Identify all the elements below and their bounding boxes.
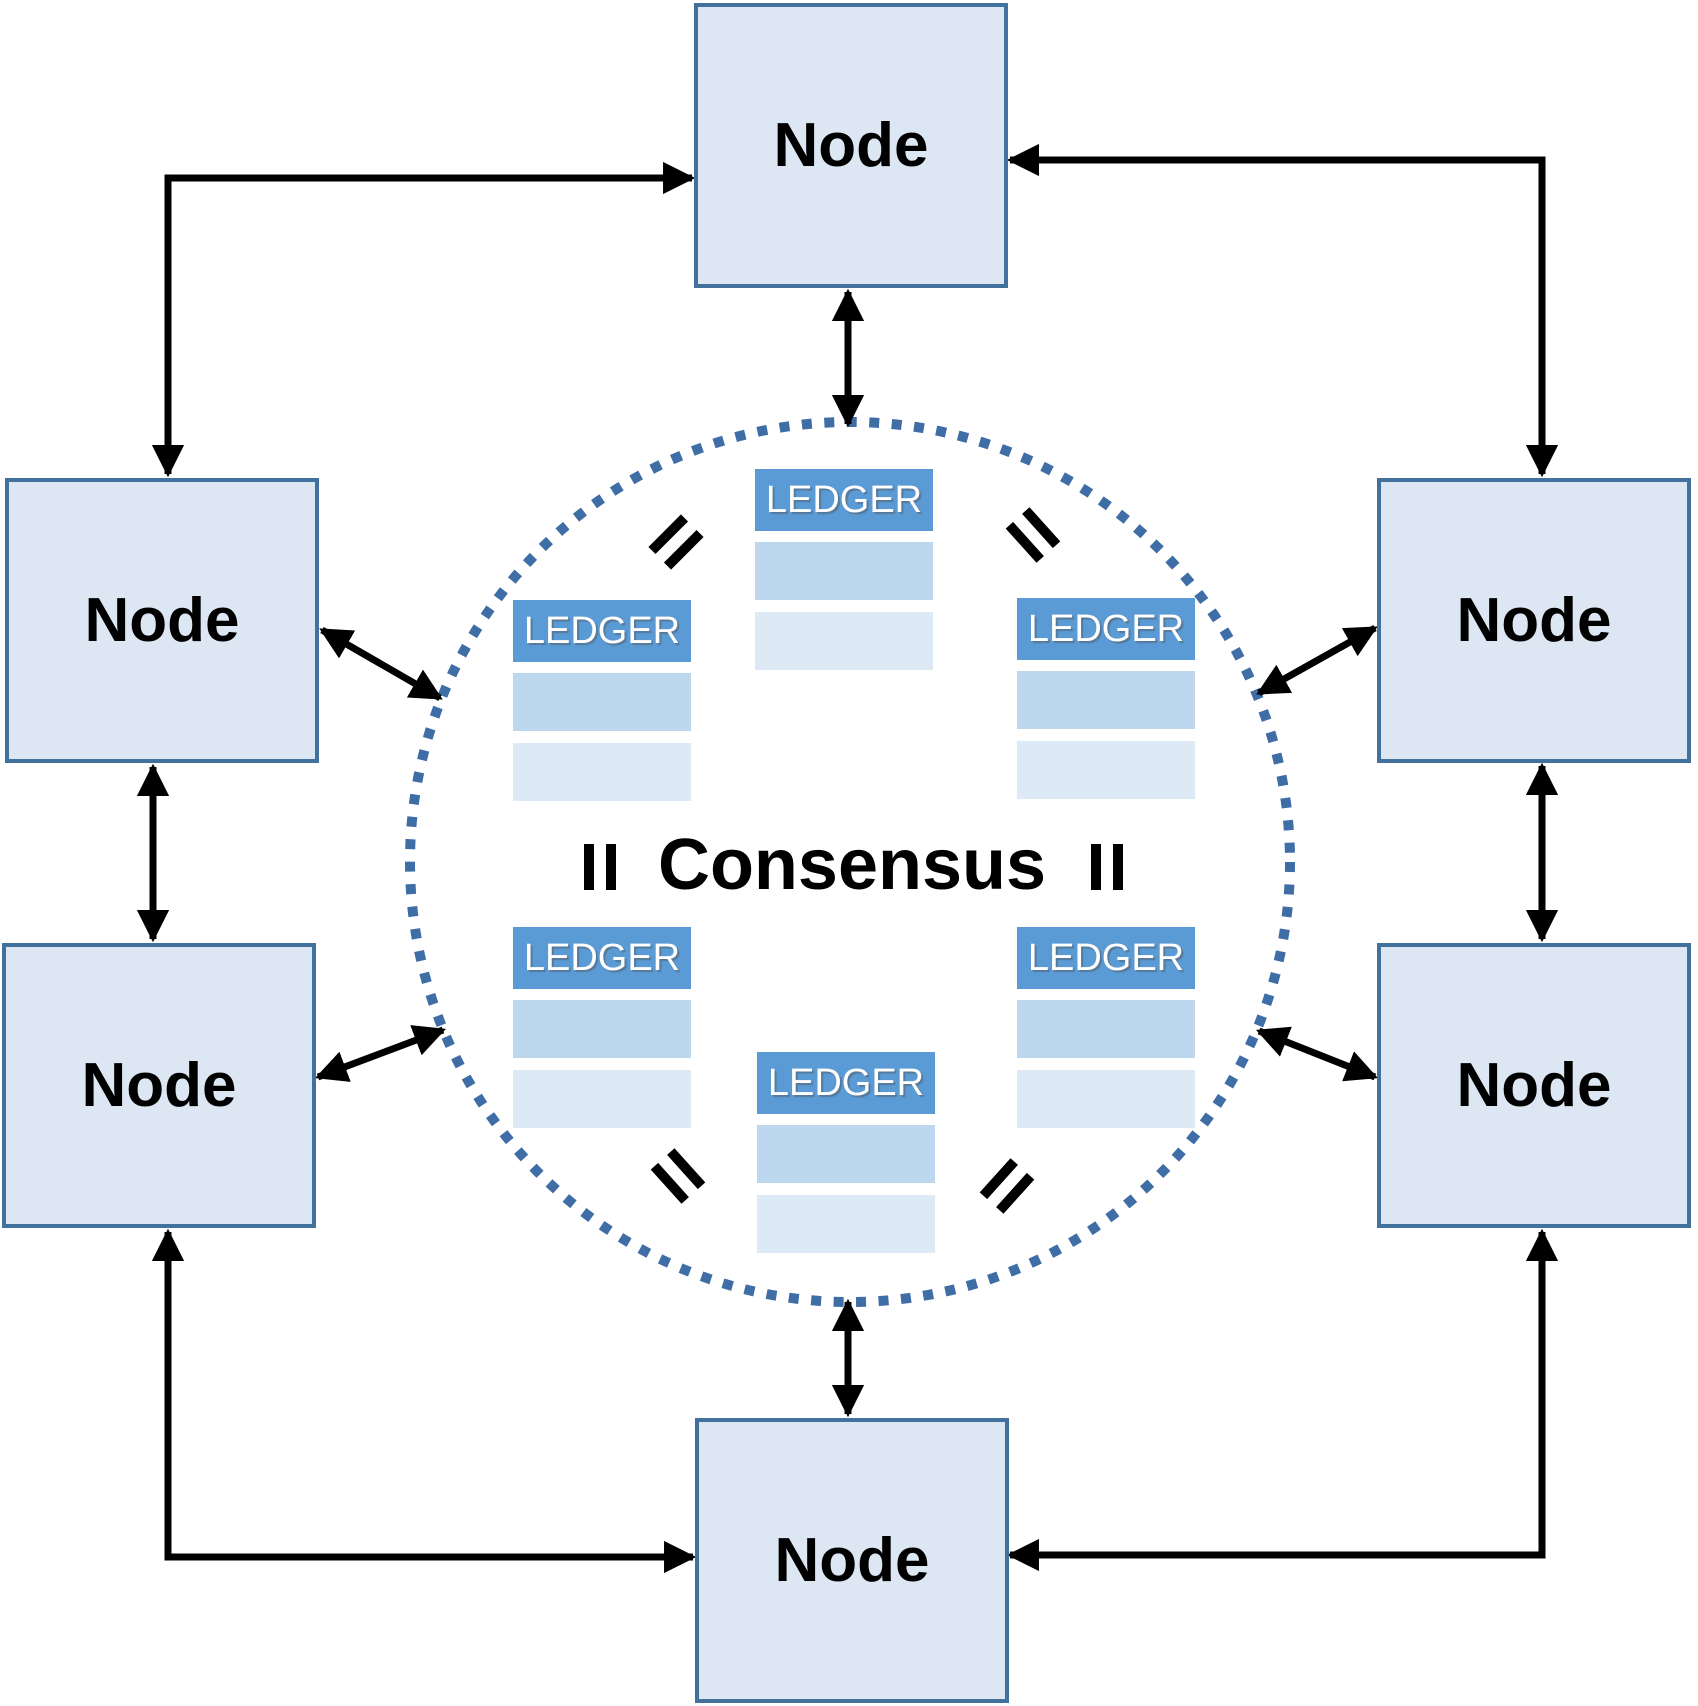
node-label: Node: [773, 111, 929, 180]
ledger-row: [1017, 671, 1195, 729]
arrow-topnode-rightuppernode: [1006, 143, 1559, 478]
ledger-row: [513, 673, 691, 731]
node-label: Node: [84, 586, 240, 655]
arrow-leftlowernode-bottomnode: [151, 1228, 697, 1574]
node-box-right-lower: Node: [1377, 943, 1691, 1228]
node-label: Node: [774, 1526, 930, 1595]
ledger-row: [755, 542, 933, 600]
node-box-top: Node: [694, 3, 1008, 288]
node-box-left-upper: Node: [5, 478, 319, 763]
node-label: Node: [1456, 586, 1612, 655]
node-label: Node: [1456, 1051, 1612, 1120]
equals-icon: [1091, 844, 1123, 890]
node-label: Node: [81, 1051, 237, 1120]
ledger-row: [513, 1070, 691, 1128]
ledger-table-bottom: LEDGER: [757, 1052, 935, 1253]
arrow-leftlowernode-circle: [314, 1025, 447, 1082]
ledger-table-top: LEDGER: [755, 469, 933, 670]
ledger-row: [1017, 1070, 1195, 1128]
equals-icon: [584, 844, 616, 890]
ledger-table-lower-left: LEDGER: [513, 927, 691, 1128]
ledger-table-lower-right: LEDGER: [1017, 927, 1195, 1128]
node-box-left-lower: Node: [2, 943, 316, 1228]
ledger-row: [1017, 1000, 1195, 1058]
ledger-row: [755, 612, 933, 670]
arrow-leftuppernode-circle: [319, 626, 443, 702]
consensus-label: Consensus: [657, 825, 1047, 905]
node-box-bottom: Node: [695, 1418, 1009, 1703]
ledger-row: [757, 1195, 935, 1253]
ledger-header: LEDGER: [513, 600, 691, 662]
ledger-table-upper-right: LEDGER: [1017, 598, 1195, 799]
ledger-table-upper-left: LEDGER: [513, 600, 691, 801]
arrow-topnode-leftuppernode: [151, 161, 696, 478]
arrow-rightlowernode-circle: [1256, 1026, 1378, 1082]
ledger-header: LEDGER: [1017, 927, 1195, 989]
ledger-row: [513, 1000, 691, 1058]
ledger-row: [757, 1125, 935, 1183]
arrow-rightuppernode-circle: [1256, 624, 1378, 697]
node-box-right-upper: Node: [1377, 478, 1691, 763]
arrow-rightlowernode-bottomnode: [1006, 1228, 1559, 1572]
ledger-header: LEDGER: [1017, 598, 1195, 660]
ledger-header: LEDGER: [755, 469, 933, 531]
ledger-header: LEDGER: [757, 1052, 935, 1114]
ledger-row: [513, 743, 691, 801]
ledger-row: [1017, 741, 1195, 799]
ledger-header: LEDGER: [513, 927, 691, 989]
